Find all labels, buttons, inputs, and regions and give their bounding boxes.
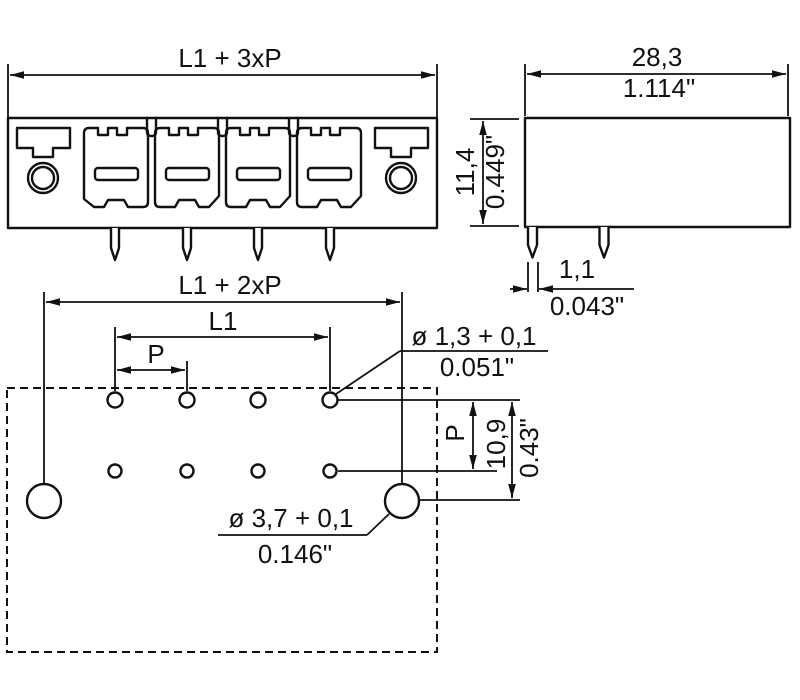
- dim-label-pin-inch: 0.043": [550, 291, 624, 321]
- dim-label-pin-mm: 1,1: [559, 254, 595, 284]
- pin-hole: [178, 391, 196, 409]
- leader-line-mount-hole: [366, 513, 390, 536]
- dim-label-l1-3xp: L1 + 3xP: [178, 43, 281, 73]
- screw-hole-right-inner: [388, 165, 414, 191]
- pin-hole: [321, 391, 339, 409]
- contact-chamber-4: [295, 126, 363, 209]
- callout-pin-hole-mm: ø 1,3 + 0,1: [411, 321, 536, 351]
- contact-slot-3: [235, 166, 282, 182]
- pin-hole: [249, 391, 267, 409]
- callout-mount-hole-inch: 0.146": [258, 539, 332, 569]
- dim-label-l1: L1: [209, 306, 238, 336]
- solder-pin-2: [181, 226, 193, 262]
- dim-label-width-mm: 28,3: [632, 42, 683, 72]
- pcb-outline-dashed: [6, 387, 438, 653]
- solder-pin-4: [324, 226, 336, 262]
- drilling-plan: L1 + 2xP L1 P ø 1,3 + 0,1 0.051" P 10,9 …: [6, 270, 548, 653]
- connector-body: [6, 116, 439, 230]
- solder-pin-side-1: [526, 225, 539, 259]
- keying-tab-1: [145, 116, 158, 138]
- keying-tab-3: [287, 116, 300, 138]
- connector-body-profile: [523, 116, 792, 229]
- screw-hole-left-inner: [30, 165, 56, 191]
- dim-label-row-span-mm: 10,9: [481, 419, 511, 470]
- contact-slot-2: [164, 166, 211, 182]
- solder-pin-1: [109, 226, 121, 262]
- dim-label-height-mm: 11,4: [450, 148, 480, 197]
- dim-label-row-span-inch: 0.43": [514, 418, 544, 478]
- dim-label-l1-2xp: L1 + 2xP: [178, 270, 281, 300]
- mount-hole-right: [383, 482, 421, 520]
- dim-label-height-inch: 0.449": [480, 135, 510, 209]
- dim-label-row-pitch: P: [440, 424, 470, 441]
- side-view: 28,3 1.114" 11,4 0.449" 1,1 0.043": [450, 42, 792, 321]
- screw-hole-left-outer: [26, 161, 60, 195]
- pin-hole: [250, 463, 266, 479]
- dim-label-width-inch: 1.114": [623, 73, 695, 103]
- callout-pin-hole-inch: 0.051": [440, 352, 514, 382]
- mount-flange-right: [373, 126, 430, 159]
- dim-label-pitch: P: [147, 339, 164, 369]
- leader-line-pin-hole: [335, 350, 401, 395]
- pin-hole: [179, 463, 195, 479]
- pin-hole: [107, 463, 123, 479]
- front-view: L1 + 3xP: [6, 43, 439, 262]
- contact-slot-1: [93, 166, 140, 182]
- pin-hole: [322, 463, 338, 479]
- keying-tab-2: [216, 116, 229, 138]
- solder-pin-3: [252, 226, 264, 262]
- screw-hole-right-outer: [384, 161, 418, 195]
- pin-hole: [106, 391, 124, 409]
- mount-hole-left: [25, 482, 63, 520]
- solder-pin-side-2: [598, 225, 610, 259]
- mount-flange-left: [15, 126, 72, 159]
- contact-slot-4: [306, 166, 353, 182]
- callout-mount-hole-mm: ø 3,7 + 0,1: [228, 503, 353, 533]
